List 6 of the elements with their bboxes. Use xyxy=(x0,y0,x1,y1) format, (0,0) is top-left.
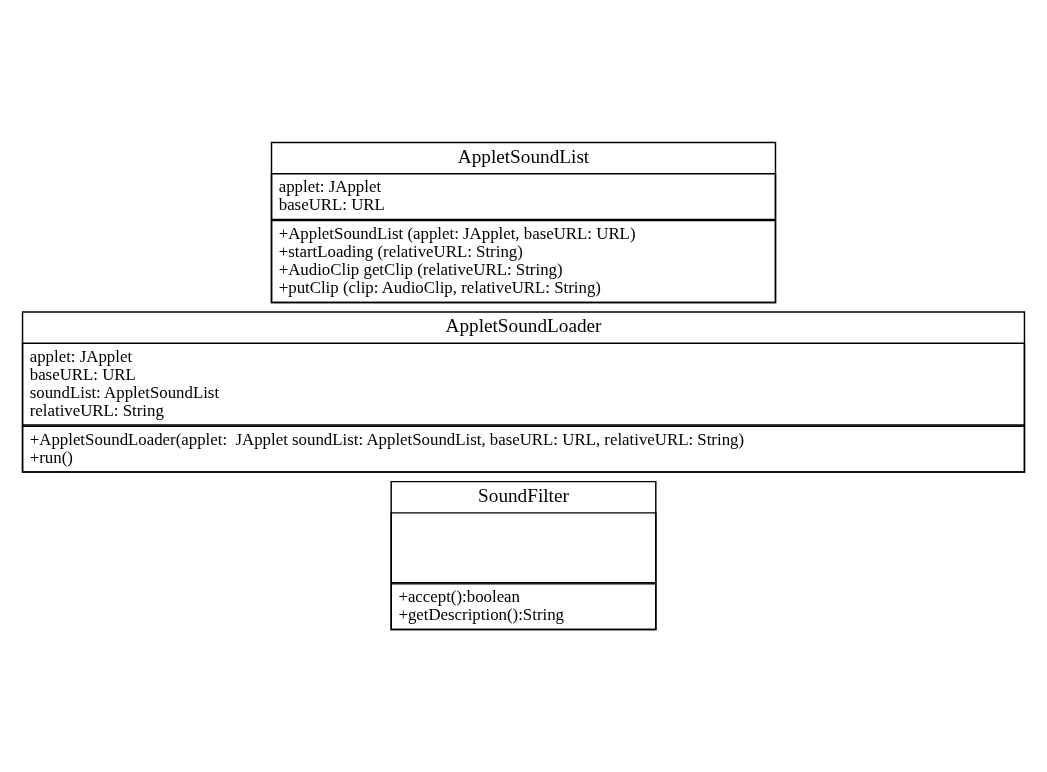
node-box: +AppletSoundList (applet: JApplet, baseURL: URL) +startLoading (relativeURL: String) +AudioClip getClip (relativeURL: String) +putClip (clip: AudioClip, relativeURL: String) xyxy=(270,219,777,304)
node-box xyxy=(390,512,657,584)
node-box: applet: JApplet baseURL: URL soundList: AppletSoundList relativeURL: String xyxy=(21,342,1026,426)
node-box: +AppletSoundLoader(applet: JApplet soundList: AppletSoundList, baseURL: URL, relativeURL: String) +run() xyxy=(21,425,1026,473)
node-box: +accept():boolean +getDescription():String xyxy=(390,583,657,631)
node-box: applet: JApplet baseURL: URL xyxy=(270,173,777,221)
